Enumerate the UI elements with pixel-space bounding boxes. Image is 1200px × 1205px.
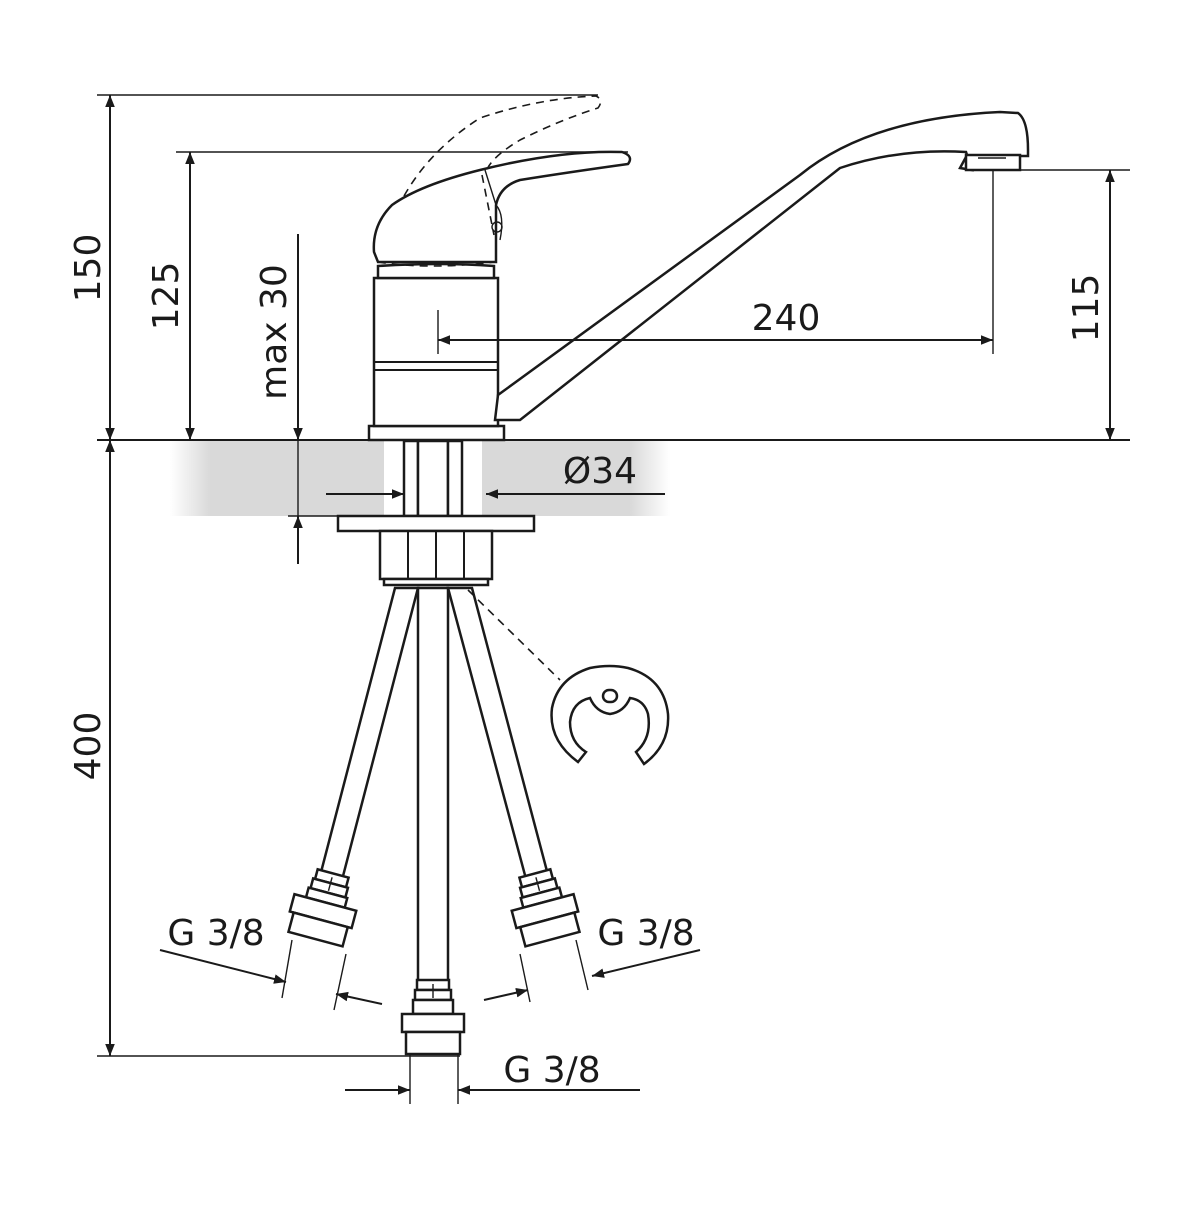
faucet-lever [372, 150, 632, 264]
fitting-right [510, 867, 582, 948]
mounting-assembly [336, 439, 536, 587]
dim-label-240: 240 [752, 298, 821, 339]
retaining-clip [467, 589, 670, 766]
lever-raised-outline [377, 95, 602, 267]
dim-label-150: 150 [68, 234, 109, 303]
dimension-lines [97, 94, 1130, 1104]
fitting-left [286, 867, 358, 948]
supply-hoses [318, 586, 550, 985]
dim-label-g38-right: G 3/8 [597, 913, 694, 954]
dim-label-g38-left: G 3/8 [167, 913, 264, 954]
dim-label-115: 115 [1066, 274, 1107, 343]
fitting-center [400, 978, 466, 1056]
faucet-body [367, 262, 506, 442]
dim-label-125: 125 [146, 262, 187, 331]
dim-label-g38-center: G 3/8 [503, 1050, 600, 1091]
dim-label-diameter-34: Ø34 [563, 451, 637, 492]
dim-label-max-30: max 30 [254, 264, 295, 400]
dim-label-400: 400 [68, 712, 109, 781]
